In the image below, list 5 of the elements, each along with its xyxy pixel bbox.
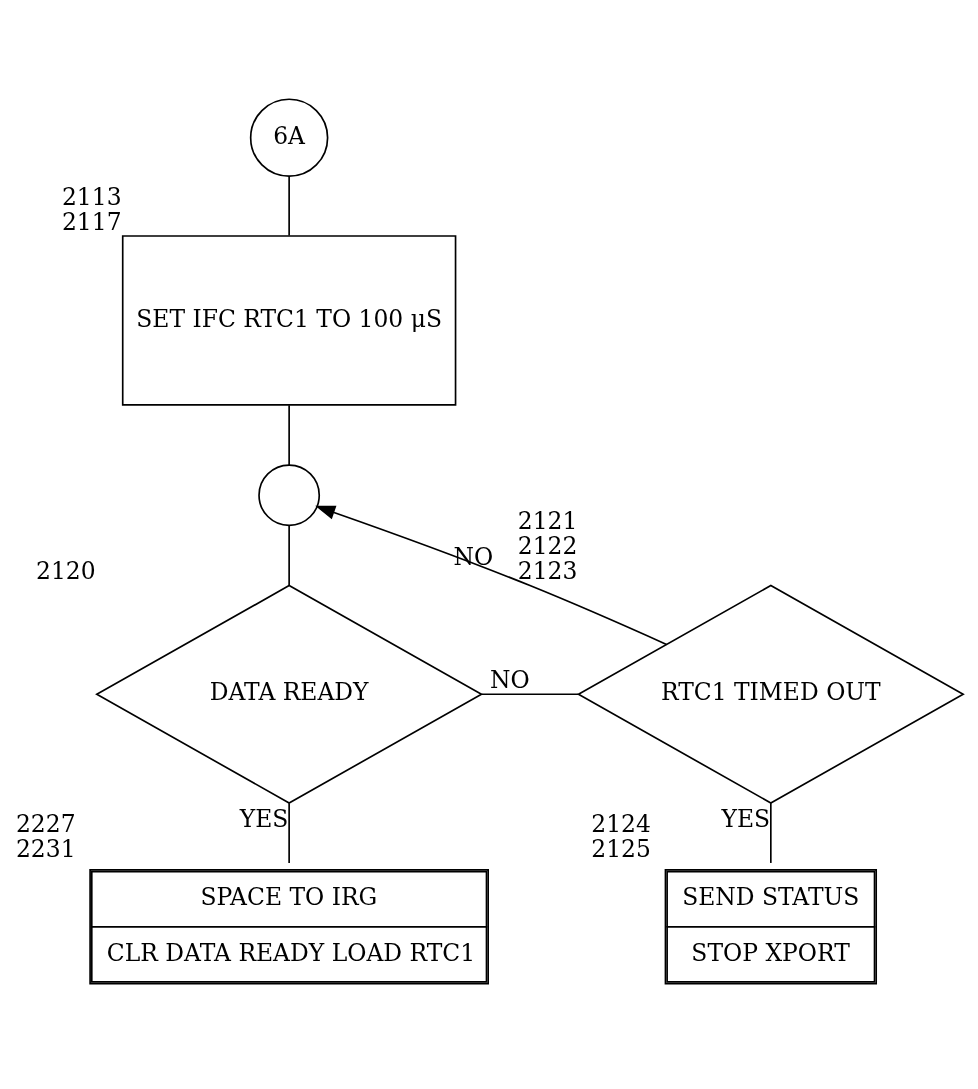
edge-label: YES xyxy=(239,804,289,833)
edge-label: YES xyxy=(721,804,771,833)
edge-label: NO xyxy=(453,542,494,571)
node-label: 2120 xyxy=(36,556,96,585)
edge-label: NO xyxy=(489,665,530,694)
